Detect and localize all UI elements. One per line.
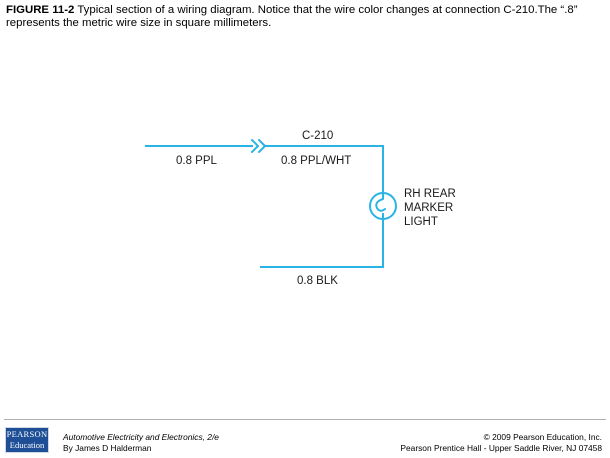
logo-line2: Education: [9, 440, 45, 450]
publisher: Pearson Prentice Hall - Upper Saddle Riv…: [400, 442, 602, 453]
author: By James D Halderman: [63, 442, 152, 453]
input-wire-label: 0.8 PPL: [176, 155, 218, 167]
connector-label: C-210: [302, 130, 333, 142]
book-title: Automotive Electricity and Electronics: [63, 432, 203, 442]
component-label-line3: LIGHT: [404, 216, 438, 228]
book-edition: , 2/e: [202, 432, 219, 442]
component-label-line1: RH REAR: [404, 188, 456, 200]
bulb-filament: [375, 192, 386, 212]
footer-divider: [4, 419, 606, 420]
connector-c210-chevron-a: [251, 139, 259, 153]
pearson-logo: PEARSON Education: [5, 427, 49, 453]
footer-book-info: Automotive Electricity and Electronics, …: [63, 432, 219, 453]
component-label-line2: MARKER: [404, 202, 453, 214]
connector-c210-chevron-b: [258, 139, 266, 153]
footer-publisher-info: © 2009 Pearson Education, Inc. Pearson P…: [400, 432, 602, 453]
logo-line1: PEARSON: [6, 429, 48, 439]
caption-text: Typical section of a wiring diagram. Not…: [6, 4, 578, 29]
output-wire-label: 0.8 PPL/WHT: [281, 155, 351, 167]
ground-wire-label: 0.8 BLK: [297, 275, 338, 287]
copyright: © 2009 Pearson Education, Inc.: [483, 432, 602, 442]
figure-caption: FIGURE 11-2 Typical section of a wiring …: [6, 4, 604, 30]
figure-number: FIGURE 11-2: [6, 4, 75, 16]
